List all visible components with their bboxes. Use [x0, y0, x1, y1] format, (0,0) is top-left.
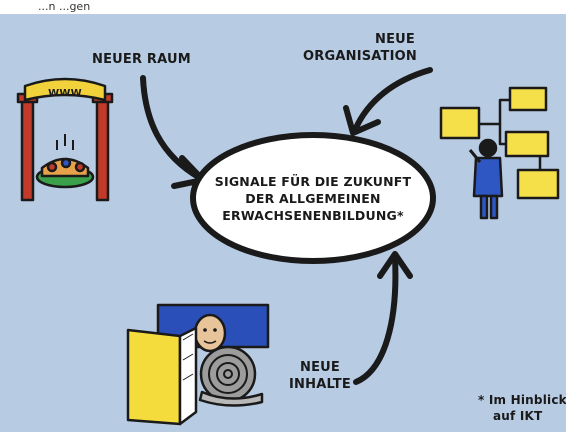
footnote-line1: * Im Hinblick — [478, 393, 566, 407]
top-strip — [0, 0, 566, 14]
learning-illustration — [126, 303, 270, 426]
arrow-neue-inhalte — [353, 251, 413, 385]
center-text-line3: ERWACHSENENBILDUNG* — [222, 208, 404, 223]
org-chart-illustration — [439, 86, 560, 220]
portal-sign-text: WWW — [48, 88, 82, 99]
central-ellipse: SIGNALE FÜR DIE ZUKUNFT DER ALLGEMEINEN … — [190, 132, 436, 264]
arrow-neue-organisation — [343, 67, 433, 136]
label-neue-organisation-line2: ORGANISATION — [303, 49, 417, 64]
label-neuer-raum: NEUER RAUM — [92, 52, 191, 67]
portal-illustration: WWW — [16, 77, 114, 202]
top-caption: ...n ...gen — [38, 0, 90, 13]
center-text-line1: SIGNALE FÜR DIE ZUKUNFT — [215, 174, 412, 189]
footnote-line2: auf IKT — [493, 409, 543, 423]
label-neue-inhalte-line1: NEUE — [300, 360, 340, 375]
label-neue-inhalte-line2: INHALTE — [289, 377, 351, 392]
label-neue-organisation-line1: NEUE — [375, 32, 415, 47]
center-text-line2: DER ALLGEMEINEN — [245, 191, 380, 206]
